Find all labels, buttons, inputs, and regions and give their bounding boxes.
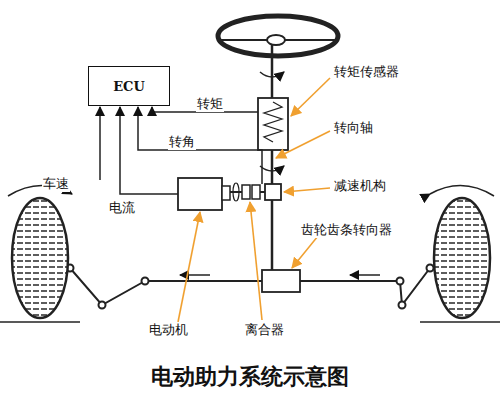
part-label: 车速	[42, 176, 70, 192]
rotation-arrow	[260, 72, 284, 77]
steering-shaft	[271, 45, 274, 272]
part-label: 转角	[168, 134, 196, 150]
diagram-title: 电动助力系统示意图	[0, 364, 500, 390]
part-label: 转矩传感器	[333, 64, 400, 80]
electric-motor	[178, 178, 242, 210]
part-label: 减速机构	[333, 178, 387, 194]
ecu-box: ECU	[88, 66, 170, 106]
part-label: 离合器	[244, 322, 285, 338]
part-label: 电流	[108, 200, 136, 216]
wheel	[420, 185, 500, 322]
leader-line	[178, 78, 330, 322]
motion-arrow	[350, 274, 380, 276]
tie-rod	[67, 265, 434, 309]
rack-and-pinion	[145, 270, 400, 292]
wheel	[0, 185, 80, 322]
signal-wire	[100, 107, 262, 194]
rotation-arrow	[260, 166, 284, 171]
torque-sensor	[258, 98, 288, 150]
reduction-gear	[265, 184, 281, 200]
motion-arrow	[180, 274, 210, 276]
part-label: 转矩	[196, 96, 224, 112]
part-label: 电动机	[148, 322, 189, 338]
part-label: 齿轮齿条转向器	[300, 222, 393, 238]
part-label: 转向轴	[333, 120, 374, 136]
box-text: ECU	[113, 79, 145, 94]
steering-wheel	[218, 16, 338, 56]
clutch	[242, 185, 265, 199]
